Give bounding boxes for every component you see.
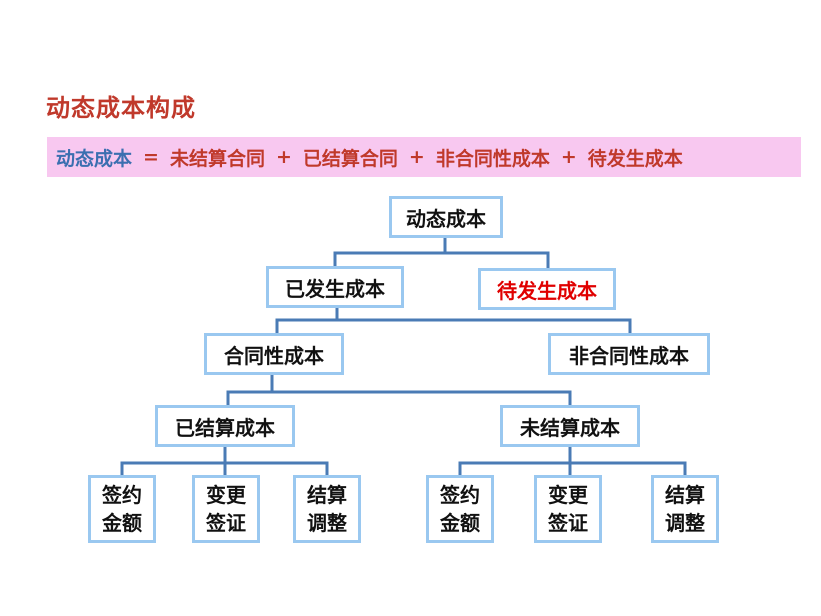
leaf-line-2: 调整	[665, 511, 705, 535]
leaf-line-2: 签证	[206, 511, 246, 535]
node-settled-cost: 已结算成本	[155, 405, 295, 447]
leaf-line-2: 金额	[440, 511, 480, 535]
leaf-line-2: 签证	[548, 511, 588, 535]
leaf-line-2: 金额	[102, 511, 142, 535]
formula-term-2: 已结算合同	[302, 147, 398, 170]
node-settled-change-visa: 变更 签证	[192, 475, 260, 543]
connector-root	[333, 251, 550, 268]
node-unsettled-cost: 未结算成本	[500, 405, 640, 447]
formula-term-3: 非合同性成本	[435, 147, 550, 170]
node-noncontract-cost: 非合同性成本	[548, 333, 710, 375]
formula-plus-3: +	[560, 146, 577, 168]
formula-term-4: 待发生成本	[587, 147, 683, 170]
formula-bar: 动态成本 = 未结算合同 + 已结算合同 + 非合同性成本 + 待发生成本	[47, 137, 801, 177]
leaf-line-1: 变更	[206, 483, 246, 507]
node-pending-cost: 待发生成本	[478, 268, 616, 310]
formula-plus-1: +	[275, 146, 292, 168]
node-settled-sign-amount: 签约 金额	[88, 475, 156, 543]
node-unsettled-sign-amount: 签约 金额	[426, 475, 494, 543]
leaf-line-1: 签约	[102, 483, 142, 507]
node-contract-cost: 合同性成本	[204, 333, 344, 375]
formula-lhs: 动态成本	[56, 147, 133, 170]
node-settled-settlement-adjust: 结算 调整	[293, 475, 361, 543]
connector-occurred	[275, 318, 632, 333]
leaf-line-1: 变更	[548, 483, 588, 507]
leaf-line-1: 结算	[307, 483, 347, 507]
page-title: 动态成本构成	[46, 94, 196, 122]
leaf-line-1: 签约	[440, 483, 480, 507]
formula-plus-2: +	[408, 146, 425, 168]
connector-unsettled	[458, 461, 687, 475]
node-unsettled-settlement-adjust: 结算 调整	[651, 475, 719, 543]
formula-equals: =	[143, 146, 159, 168]
connector-contract	[226, 390, 572, 407]
leaf-line-2: 调整	[307, 511, 347, 535]
formula-term-1: 未结算合同	[169, 147, 265, 170]
node-unsettled-change-visa: 变更 签证	[534, 475, 602, 543]
leaf-line-1: 结算	[665, 483, 705, 507]
node-occurred-cost: 已发生成本	[266, 266, 404, 308]
node-dynamic-cost: 动态成本	[389, 196, 503, 238]
